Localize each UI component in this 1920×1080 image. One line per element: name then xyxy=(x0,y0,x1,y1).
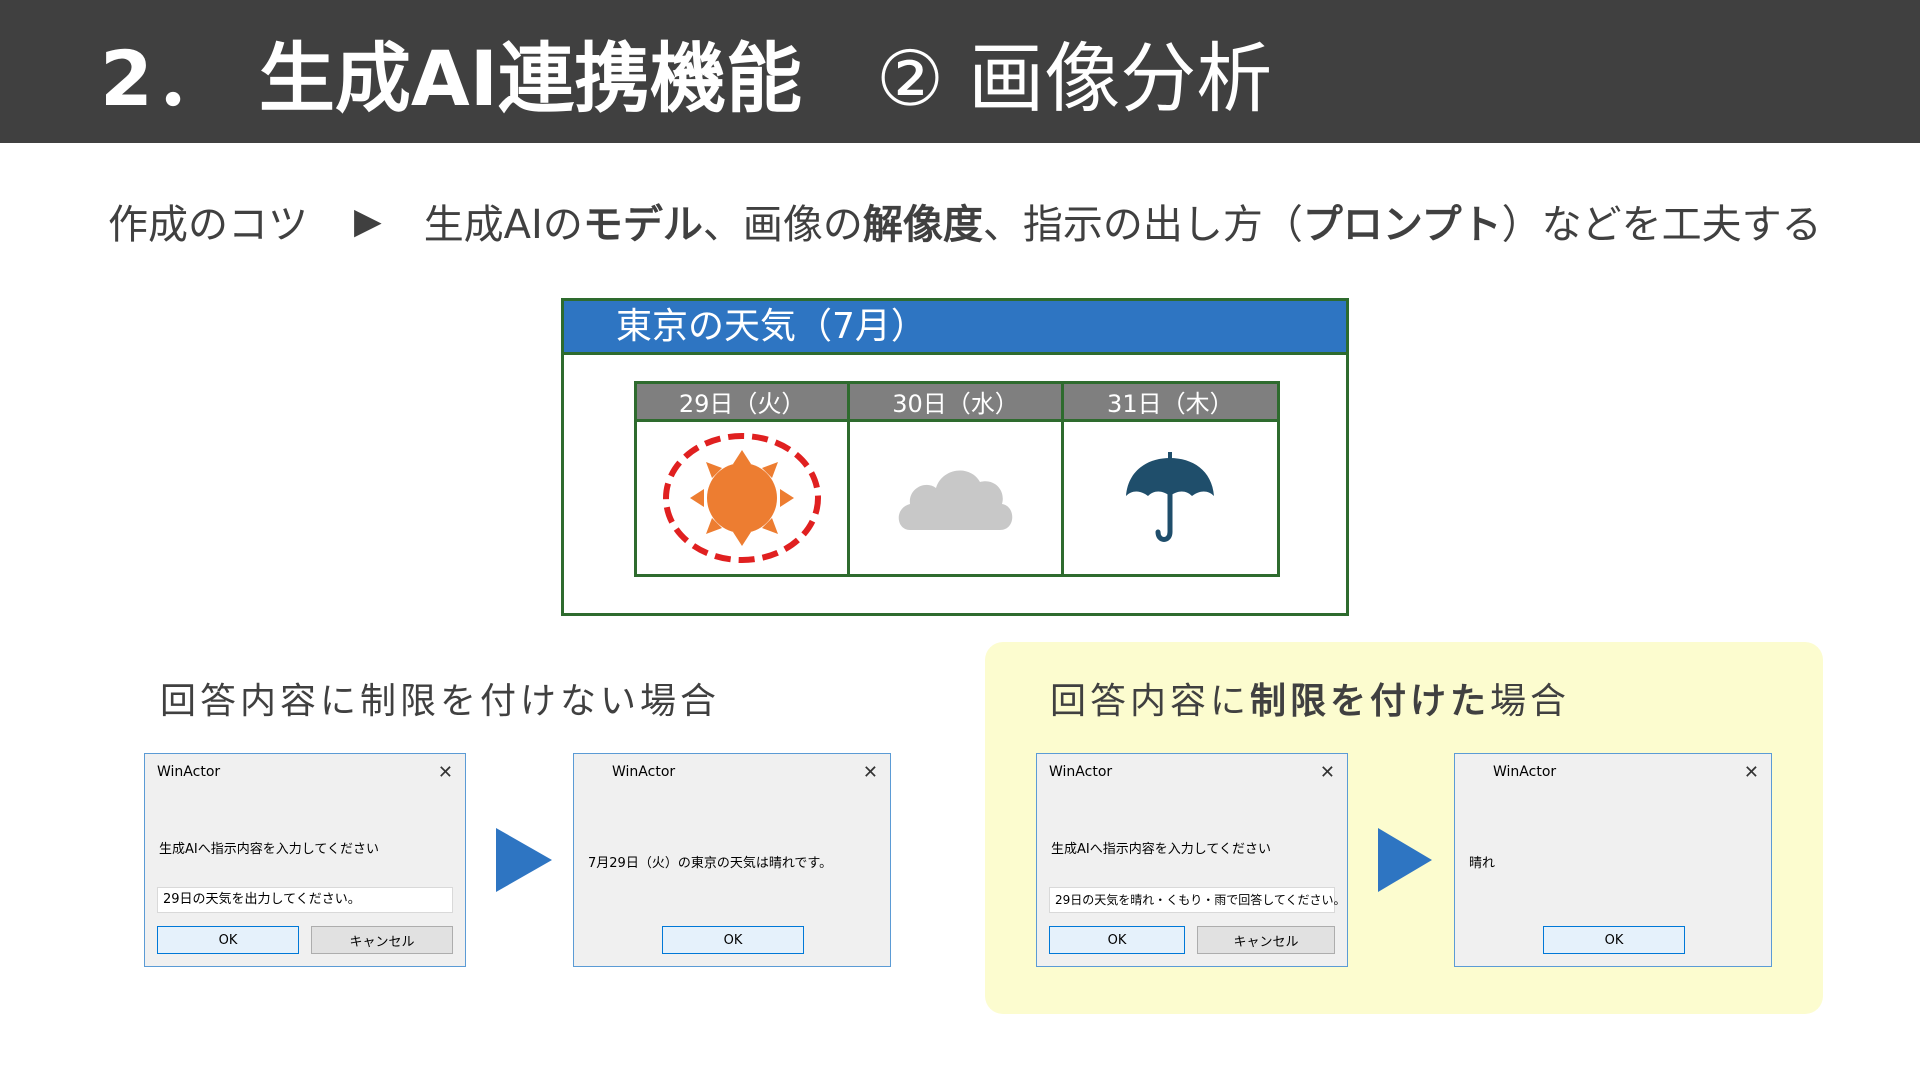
cancel-button[interactable]: キャンセル xyxy=(1197,926,1335,954)
ok-button[interactable]: OK xyxy=(157,926,299,954)
dialog-title: WinActor xyxy=(1493,764,1557,780)
close-icon[interactable]: ✕ xyxy=(1319,761,1335,783)
tips-keyword-resolution: 解像度 xyxy=(862,202,983,248)
umbrella-icon xyxy=(1126,452,1215,542)
flow-arrow-icon xyxy=(1378,828,1432,892)
dialog-title: WinActor xyxy=(612,764,676,780)
dialog-titlebar: WinActor ✕ xyxy=(574,754,890,790)
restricted-label: 回答内容に制限を付けた場合 xyxy=(1050,672,1570,724)
tips-text-4: ）などを工夫する xyxy=(1501,202,1822,248)
dialog-prompt: 生成AIへ指示内容を入力してください xyxy=(1051,842,1271,857)
close-icon[interactable]: ✕ xyxy=(862,761,878,783)
dialog-prompt: 生成AIへ指示内容を入力してください xyxy=(159,842,379,857)
tips-line: 作成のコツ ▶ 生成AIの モデル 、画像の 解像度 、指示の出し方（ プロンプ… xyxy=(108,196,1822,249)
weather-day-header: 30日（水） xyxy=(850,384,1064,422)
slide-title: 生成AI連携機能 xyxy=(258,33,802,123)
slide-subtitle: ② 画像分析 xyxy=(876,33,1273,123)
ok-button[interactable]: OK xyxy=(1049,926,1185,954)
dialog-titlebar: WinActor ✕ xyxy=(1455,754,1771,790)
tips-keyword-prompt: プロンプト xyxy=(1302,202,1502,248)
unrestricted-input-dialog: WinActor ✕ 生成AIへ指示内容を入力してください 29日の天気を出力し… xyxy=(144,753,466,967)
close-icon[interactable]: ✕ xyxy=(437,761,453,783)
weather-title: 東京の天気（7月） xyxy=(564,301,1346,355)
unrestricted-result-dialog: WinActor ✕ 7月29日（火）の東京の天気は晴れです。 OK xyxy=(573,753,891,967)
weather-day-header: 29日（火） xyxy=(637,384,851,422)
restricted-label-text-1: 回答内容に xyxy=(1050,681,1251,722)
flow-arrow-icon xyxy=(496,828,552,892)
ok-button[interactable]: OK xyxy=(662,926,804,954)
section-number: 2． xyxy=(100,33,233,123)
restricted-result-dialog: WinActor ✕ 晴れ OK xyxy=(1454,753,1772,967)
tips-label: 作成のコツ xyxy=(108,202,308,248)
restricted-label-keyword: 制限を付けた xyxy=(1250,681,1491,722)
restricted-label-text-2: 場合 xyxy=(1490,681,1571,722)
weather-day-header: 31日（木） xyxy=(1063,384,1277,422)
dialog-message: 晴れ xyxy=(1469,856,1496,871)
tips-arrow-icon: ▶ xyxy=(354,200,382,242)
restricted-input-dialog: WinActor ✕ 生成AIへ指示内容を入力してください 29日の天気を晴れ・… xyxy=(1036,753,1348,967)
cloud-icon xyxy=(899,470,1013,530)
slide-header: 2． 生成AI連携機能 ② 画像分析 xyxy=(0,0,1920,143)
dialog-message: 7月29日（火）の東京の天気は晴れです。 xyxy=(588,856,833,871)
tips-text-1: 生成AIの xyxy=(423,202,583,248)
dialog-title: WinActor xyxy=(157,764,221,780)
weather-cell-umbrella xyxy=(1064,422,1277,574)
weather-cell-cloud xyxy=(850,422,1064,574)
prompt-input[interactable]: 29日の天気を出力してください。 xyxy=(157,887,453,913)
close-icon[interactable]: ✕ xyxy=(1743,761,1759,783)
dialog-titlebar: WinActor ✕ xyxy=(145,754,465,790)
sun-icon xyxy=(663,433,822,563)
tips-text-2: 、画像の xyxy=(702,202,863,248)
dialog-title: WinActor xyxy=(1049,764,1113,780)
prompt-input[interactable]: 29日の天気を晴れ・くもり・雨で回答してください。 xyxy=(1049,887,1346,913)
weather-image: 東京の天気（7月） 29日（火） 30日（水） 31日（木） xyxy=(561,298,1349,616)
dialog-titlebar: WinActor ✕ xyxy=(1037,754,1347,790)
tips-text-3: 、指示の出し方（ xyxy=(982,202,1303,248)
unrestricted-label: 回答内容に制限を付けない場合 xyxy=(160,681,721,722)
cancel-button[interactable]: キャンセル xyxy=(311,926,453,954)
weather-cell-sun xyxy=(637,422,851,574)
ok-button[interactable]: OK xyxy=(1543,926,1685,954)
weather-table: 29日（火） 30日（水） 31日（木） xyxy=(634,381,1280,577)
tips-keyword-model: モデル xyxy=(582,202,703,248)
